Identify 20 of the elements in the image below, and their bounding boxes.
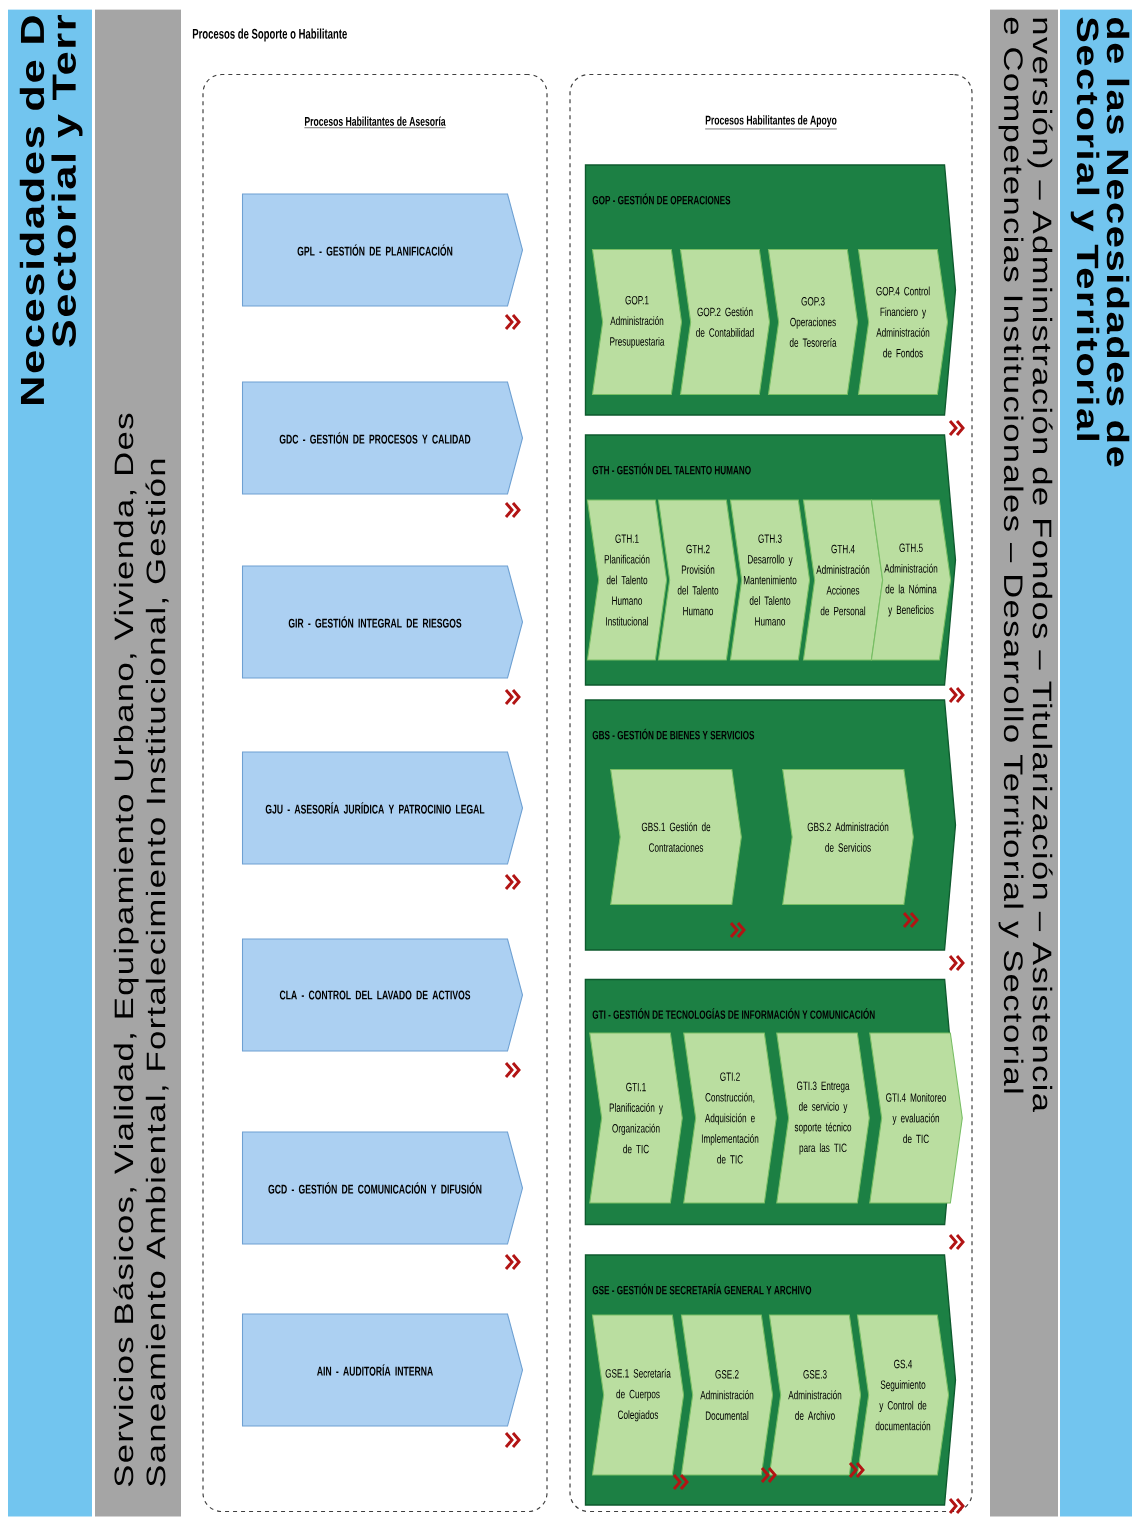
subprocess-box: GBS.2 Administración de Servicios xyxy=(782,768,914,906)
subprocess-box: GTH.3 Desarrollo y Mantenimiento del Talento Humano xyxy=(729,499,811,661)
subprocess-box: GTH.4 Administración Acciones de Personal xyxy=(802,499,884,661)
side-band: nversión) – Administración de Fondos – Titularización – Asistencia e Competencias Institucionales – Desarrollo Territorial y Sectorial xyxy=(990,9,1058,1517)
subprocess-box: GTI.2 Construcción, Adquisición e Implementación de TIC xyxy=(683,1032,777,1204)
subprocess-box: GTI.1 Planificación y Organización de TIC xyxy=(589,1032,683,1204)
subprocess-box: GS.4 Seguimiento y Control de documentación xyxy=(856,1314,950,1476)
side-band: de las Necesidades de Sectorial y Territorial xyxy=(1060,9,1132,1517)
side-band: Necesidades de D Sectorial y Terr xyxy=(8,9,92,1517)
side-band: Servicios Básicos, Vialidad, Equipamiento Urbano, Vivienda, Des Saneamiento Ambiental, Fortalecimiento Institucional, Gestión xyxy=(95,9,181,1517)
title: Procesos de Soporte o Habilitante xyxy=(192,28,347,42)
subprocess-box: GTH.1 Planificación del Talento Humano Institucional xyxy=(586,499,668,661)
subprocess-box: GSE.2 Administración Documental xyxy=(680,1314,774,1476)
subprocess-box: GTH.2 Provisión del Talento Humano xyxy=(657,499,739,661)
subprocess-box: GBS.1 Gestión de Contrataciones xyxy=(610,768,742,906)
subprocess-box: GTI.3 Entrega de servicio y soporte técnico para las TIC xyxy=(776,1032,870,1204)
subprocess-box: GSE.3 Administración de Archivo xyxy=(768,1314,862,1476)
subprocess-box: GTH.5 Administración de la Nómina y Beneficios xyxy=(870,499,952,661)
subprocess-box: GSE.1 Secretaría de Cuerpos Colegiados xyxy=(591,1314,685,1476)
subprocess-box: GTI.4 Monitoreo y evaluación de TIC xyxy=(869,1032,963,1204)
